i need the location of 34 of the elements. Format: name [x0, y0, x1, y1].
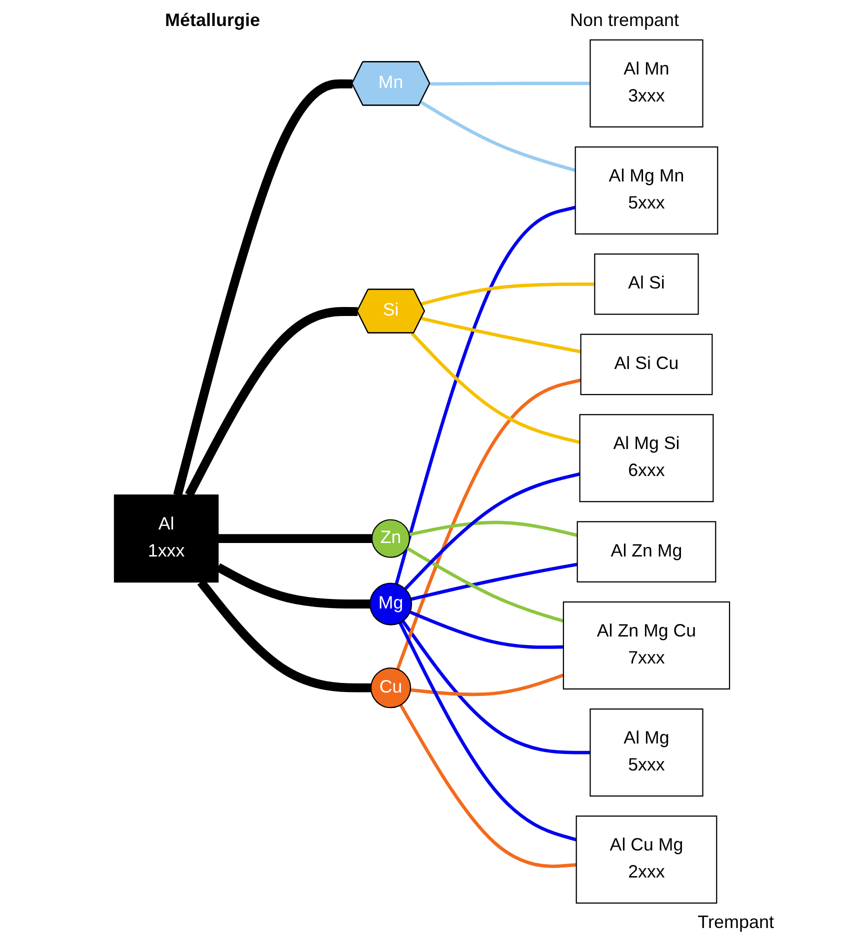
connector — [394, 206, 576, 584]
connector — [408, 520, 578, 537]
section-heading: Non trempant — [570, 10, 680, 31]
connector — [410, 332, 580, 444]
section-heading: Trempant — [698, 912, 774, 933]
node-box: Al Mn 3xxx — [590, 39, 704, 128]
node-box: Al Cu Mg 2xxx — [576, 816, 718, 904]
node-box: Al Mg 5xxx — [590, 708, 704, 797]
connector — [396, 378, 582, 670]
connector — [420, 100, 576, 172]
node-box: Al Si Cu — [580, 334, 713, 396]
connector — [401, 620, 590, 754]
column-heading: Métallurgie — [164, 10, 260, 31]
connector — [421, 316, 582, 354]
connector — [410, 562, 578, 601]
node-circle: Mg — [369, 582, 412, 626]
node-circle: Cu — [370, 668, 412, 708]
connector — [399, 704, 576, 868]
node-box: Al Zn Mg — [576, 521, 716, 582]
connector — [404, 472, 580, 590]
connector — [398, 622, 577, 842]
connector — [406, 546, 564, 623]
node-box: Al Si — [594, 253, 699, 315]
node-box: Al 1xxx — [114, 494, 219, 583]
connector — [430, 82, 590, 86]
connector — [409, 610, 564, 649]
node-circle: Zn — [371, 519, 410, 558]
connector — [218, 534, 372, 543]
node-box: Al Zn Mg Cu 7xxx — [562, 601, 730, 690]
connector — [420, 282, 595, 306]
node-box: Al Mg Mn 5xxx — [574, 146, 718, 235]
connector — [410, 674, 564, 696]
node-box: Al Mg Si 6xxx — [579, 414, 714, 502]
connector — [173, 79, 352, 496]
